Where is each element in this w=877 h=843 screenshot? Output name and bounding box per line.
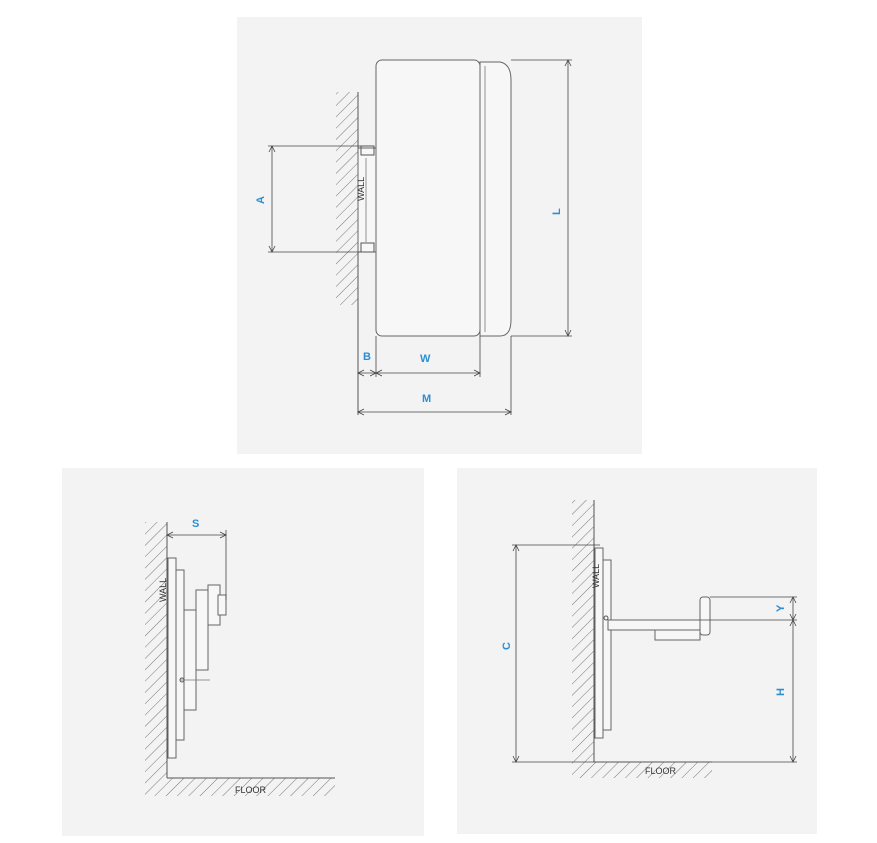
top-view-diagram [268, 59, 572, 416]
dimension-c-label: C [501, 642, 513, 650]
dimension-l-label: L [551, 208, 563, 215]
dimension-w-label: W [420, 353, 431, 365]
floor-hatch-folded [145, 778, 335, 796]
wall-hatch [336, 92, 358, 305]
wall-hatch-open [572, 500, 594, 762]
dimension-s-label: S [192, 518, 199, 530]
dimension-b-label: B [363, 351, 371, 363]
floor-label-open: FLOOR [645, 766, 677, 776]
side-open-panel [457, 468, 817, 834]
seat-cushion [479, 61, 512, 337]
bracket-top-clamp [360, 145, 375, 156]
bracket-bottom-clamp [360, 242, 375, 253]
dimension-m-label: M [422, 393, 431, 405]
dimension-a-label: A [255, 196, 267, 204]
wall-hatch-folded [145, 522, 167, 778]
dimension-h-label: H [775, 688, 787, 696]
side-open-diagram [512, 500, 797, 778]
wall-label-folded: WALL [158, 578, 168, 602]
side-folded-diagram [145, 522, 335, 796]
floor-hatch-open [572, 762, 712, 778]
floor-label-folded: FLOOR [235, 785, 267, 795]
side-folded-panel [62, 468, 424, 836]
seat-body [375, 59, 481, 337]
wall-label-top: WALL [356, 177, 366, 201]
dimension-y-label: Y [775, 604, 787, 612]
wall-label-open: WALL [591, 564, 601, 588]
